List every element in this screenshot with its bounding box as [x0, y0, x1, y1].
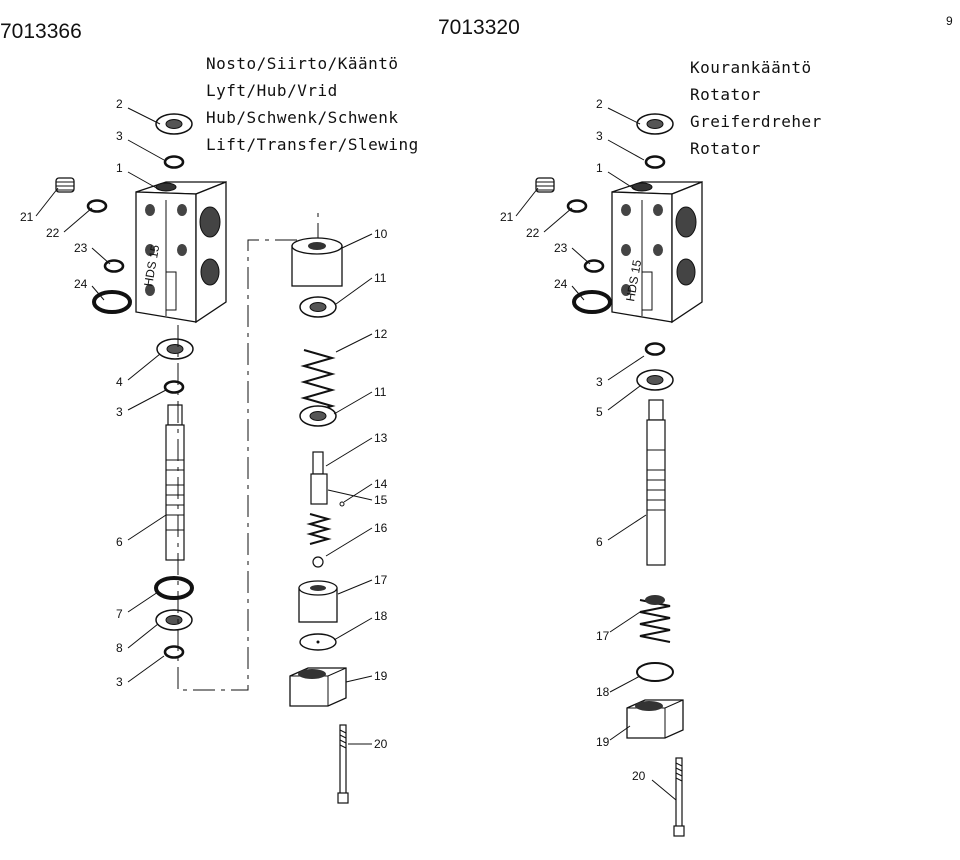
callout-22: 22 — [46, 226, 60, 240]
callout-19: 19 — [374, 669, 388, 683]
callout-20: 20 — [632, 769, 646, 783]
left-function-labels: Nosto/Siirto/Kääntö Lyft/Hub/Vrid Hub/Sc… — [206, 50, 419, 158]
callout-14: 14 — [374, 477, 388, 491]
label-fi: Nosto/Siirto/Kääntö — [206, 54, 399, 73]
callout-23: 23 — [74, 241, 88, 255]
label-sv: Rotator — [690, 85, 761, 104]
label-sv: Lyft/Hub/Vrid — [206, 81, 338, 100]
callout-3: 3 — [116, 129, 123, 143]
callout-17: 17 — [374, 573, 388, 587]
callout-19: 19 — [596, 735, 610, 749]
callout-3: 3 — [596, 129, 603, 143]
callout-2: 2 — [596, 97, 603, 111]
callout-21: 21 — [500, 210, 514, 224]
center-part-number: 7013320 — [438, 16, 520, 39]
callout-22: 22 — [526, 226, 540, 240]
label-en: Rotator — [690, 139, 761, 158]
callout-3c: 3 — [116, 675, 123, 689]
callout-4: 4 — [116, 375, 123, 389]
label-en: Lift/Transfer/Slewing — [206, 135, 419, 154]
right-assembly: HDS 15 — [535, 113, 703, 837]
callout-23: 23 — [554, 241, 568, 255]
callout-3b: 3 — [116, 405, 123, 419]
callout-5: 5 — [596, 405, 603, 419]
callout-8: 8 — [116, 641, 123, 655]
callout-12: 12 — [374, 327, 388, 341]
callout-20: 20 — [374, 737, 388, 751]
label-de: Greiferdreher — [690, 112, 822, 131]
right-callouts: 2 3 1 21 22 23 24 3 5 6 17 18 19 20 — [500, 97, 646, 783]
callout-2: 2 — [116, 97, 123, 111]
label-de: Hub/Schwenk/Schwenk — [206, 108, 399, 127]
callout-10: 10 — [374, 227, 388, 241]
callout-24: 24 — [554, 277, 568, 291]
leader-lines — [35, 107, 677, 801]
callout-17: 17 — [596, 629, 610, 643]
label-fi: Kourankääntö — [690, 58, 812, 77]
callout-11: 11 — [374, 271, 387, 285]
left-assembly: HDS 15 — [55, 113, 349, 804]
callout-13: 13 — [374, 431, 388, 445]
callout-18: 18 — [596, 685, 610, 699]
left-part-number: 7013366 — [0, 20, 82, 43]
callout-11b: 11 — [374, 385, 387, 399]
left-callouts: 2 3 1 21 22 23 24 4 3 6 7 8 3 10 11 12 1… — [20, 97, 388, 751]
callout-24: 24 — [74, 277, 88, 291]
right-function-labels: Kourankääntö Rotator Greiferdreher Rotat… — [690, 54, 822, 162]
callout-15: 15 — [374, 493, 388, 507]
callout-7: 7 — [116, 607, 123, 621]
callout-1: 1 — [596, 161, 603, 175]
callout-3b: 3 — [596, 375, 603, 389]
callout-1: 1 — [116, 161, 123, 175]
callout-6: 6 — [596, 535, 603, 549]
page-number: 9 — [946, 14, 953, 28]
callout-21: 21 — [20, 210, 34, 224]
callout-6: 6 — [116, 535, 123, 549]
callout-16: 16 — [374, 521, 388, 535]
callout-18: 18 — [374, 609, 388, 623]
